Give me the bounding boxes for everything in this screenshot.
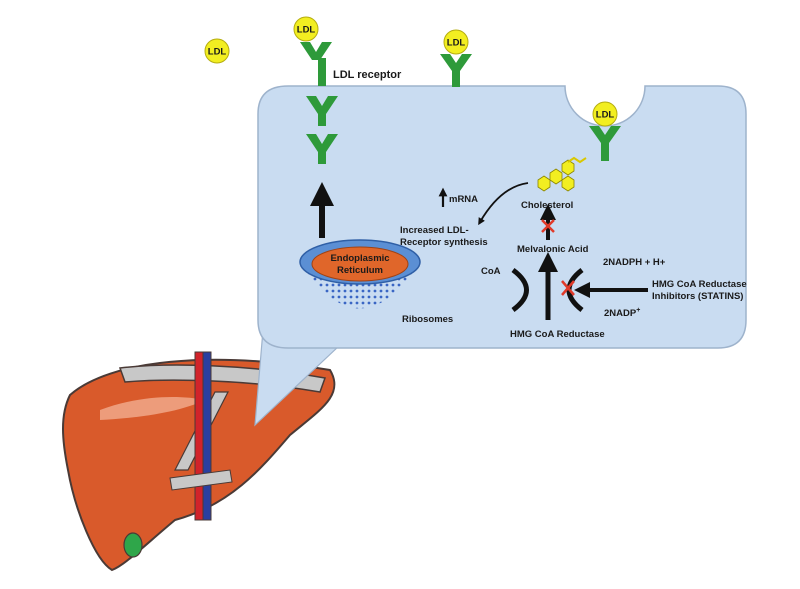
statin-label-line1: HMG CoA Reductase: [652, 279, 747, 290]
ldl-receptor-label: LDL receptor: [333, 69, 402, 81]
liver-highlight: [100, 397, 205, 420]
x-mark-icon: [561, 280, 575, 296]
gallbladder: [123, 532, 143, 558]
hmg-reductase-label: HMG CoA Reductase: [510, 329, 605, 340]
ribosomes-label: Ribosomes: [402, 314, 453, 325]
statin-label-line2: Inhibitors (STATINS): [652, 291, 743, 302]
ldl-particle-free: LDL: [204, 38, 230, 64]
melvalonic-label: Melvalonic Acid: [517, 244, 589, 255]
ldl-label: LDL: [297, 25, 316, 36]
increased-label-line2: Receptor synthesis: [400, 237, 488, 248]
ldl-receptor-surface-1: [300, 42, 332, 86]
nadph-label: 2NADPH + H+: [603, 257, 666, 268]
ldl-particle-endocytosed: LDL: [592, 101, 618, 127]
vessel-blue: [202, 351, 212, 521]
ldl-receptor-surface-2: [440, 54, 472, 87]
ldl-particle-receptor-2: LDL: [443, 29, 469, 55]
ldl-receptor-stack: [306, 96, 338, 164]
er-label-line1: Endoplasmic: [330, 253, 389, 264]
coa-curve: [511, 267, 529, 313]
mrna-up-indicator: mRNA: [438, 187, 478, 207]
ldl-label: LDL: [447, 38, 466, 49]
cholesterol-feedback-arrow: [478, 182, 529, 226]
coa-label: CoA: [481, 266, 501, 277]
ldl-receptor-endocytosed: [589, 126, 621, 161]
ldl-label: LDL: [596, 110, 615, 121]
er-label-line2: Reticulum: [337, 265, 383, 276]
cholesterol-label: Cholesterol: [521, 200, 573, 211]
vessel-red: [194, 351, 204, 521]
x-mark-icon: [541, 219, 555, 233]
nadp-label: 2NADP+: [604, 307, 640, 319]
ldl-label: LDL: [208, 47, 227, 58]
increased-label-line1: Increased LDL-: [400, 225, 469, 236]
mrna-label: mRNA: [449, 194, 478, 205]
cell-membrane: [257, 85, 747, 349]
cholesterol-molecule: [537, 156, 587, 192]
liver-lower-band: [169, 469, 233, 491]
endoplasmic-reticulum: Endoplasmic Reticulum: [299, 239, 421, 309]
ldl-particle-receptor-1: LDL: [293, 16, 319, 42]
